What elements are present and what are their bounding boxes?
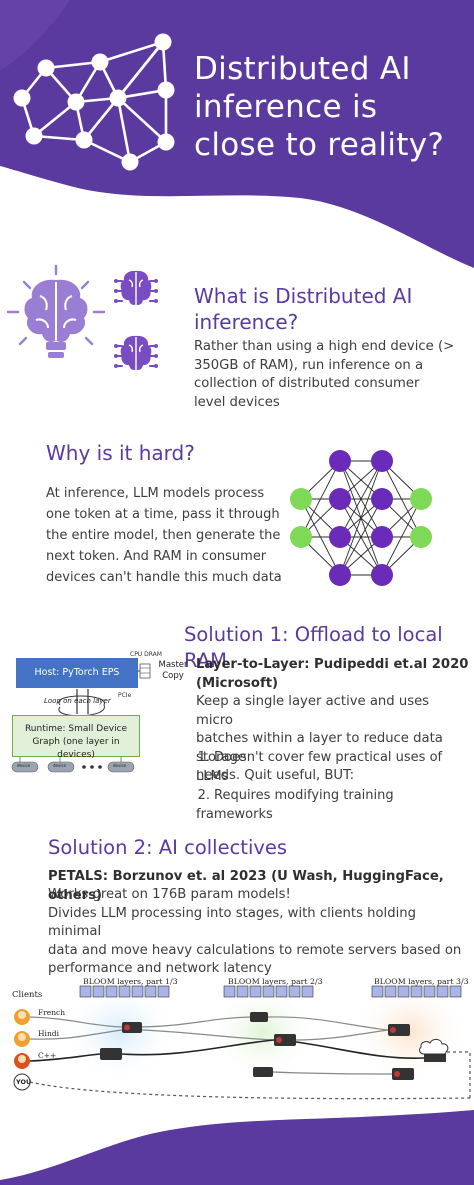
device-label: device (17, 763, 31, 768)
runtime-line: Graph (one layer in devices) (32, 737, 120, 760)
neural-network-icon (13, 33, 175, 171)
why-heading: Why is it hard? (46, 441, 195, 465)
clients-label: Clients (12, 990, 43, 1000)
list-text: Requires modifying training frameworks (196, 788, 394, 822)
bloom-label: BLOOM layers, part 2/3 (228, 977, 323, 986)
master-copy-label: Master Copy (156, 660, 190, 682)
list-number: 2. (197, 788, 210, 803)
what-heading-line: What is Distributed AI (194, 284, 413, 308)
hero-title-line: close to reality? (194, 127, 445, 163)
solution1-body-line: needs. Quit useful, BUT: (196, 768, 355, 784)
client-name: French (38, 1008, 66, 1017)
why-body-line: the entire model, then generate the (46, 528, 281, 543)
list-item: 2.Requires modifying training frameworks (196, 786, 470, 824)
petals-diagram (13, 982, 471, 1100)
client-name: C++ (38, 1051, 57, 1060)
master-copy-line: Copy (162, 671, 184, 681)
runtime-box: Runtime: Small Device Graph (one layer i… (12, 715, 140, 760)
master-copy-line: Master (158, 660, 188, 670)
what-body: Rather than using a high end device (> 3… (194, 338, 464, 412)
list-item: 1.Doesn't cover few practical uses of LL… (196, 748, 470, 786)
why-body-line: devices can't handle this much data (46, 570, 282, 585)
hero-background (0, 0, 474, 268)
loop-label: Loop on each layer (44, 697, 111, 705)
solution1-heading: Solution 1: Offload to local RAM (184, 623, 443, 672)
bloom-label: BLOOM layers, part 3/3 (374, 977, 469, 986)
what-heading: What is Distributed AI inference? (194, 283, 464, 335)
what-body-line: level devices (194, 394, 280, 410)
solution1-paper-line: Layer-to-Layer: Pudipeddi et.al 2020 (196, 657, 469, 672)
client-you: YOU (16, 1078, 32, 1086)
why-body-line: At inference, LLM models process (46, 486, 265, 501)
device-label: device (113, 763, 127, 768)
brain-circuit-icon (114, 335, 158, 370)
solution1-body: Keep a single layer active and uses micr… (196, 693, 470, 786)
cpu-dram-label: CPU DRAM (130, 651, 162, 658)
brain-icon (6, 264, 106, 358)
why-body-line: next token. And RAM in consumer (46, 549, 267, 564)
runtime-line: Runtime: Small Device (24, 724, 128, 734)
footer-background (0, 1110, 474, 1185)
solution2-body-line: Works great on 176B param models! (48, 887, 291, 902)
solution2-body: Works great on 176B param models! Divide… (48, 886, 472, 979)
layer-to-layer-diagram (11, 663, 151, 773)
solution2-body-line: performance and network latency (48, 961, 272, 977)
solution2-body-line: data and move heavy calculations to remo… (48, 942, 462, 958)
neural-network-diagram (290, 450, 432, 586)
device-label: device (53, 763, 67, 768)
brain-circuit-icon (114, 270, 158, 305)
hero-title-line: Distributed AI (194, 51, 411, 87)
pcie-label: PCIe (118, 692, 132, 699)
list-text: Doesn't cover few practical uses of LLMs (196, 750, 443, 784)
solution2-heading: Solution 2: AI collectives (48, 836, 288, 859)
solution1-paper: Layer-to-Layer: Pudipeddi et.al 2020 (Mi… (196, 656, 470, 693)
solution2-paper: PETALS: Borzunov et. al 2023 (U Wash, Hu… (48, 869, 444, 903)
client-name: Hindi (38, 1029, 59, 1038)
what-body-line: 350GB of RAM), run inference on a (194, 357, 424, 373)
solution1-body-line: Keep a single layer active and uses micr… (196, 694, 430, 728)
why-body: At inference, LLM models process one tok… (46, 483, 286, 588)
what-body-line: Rather than using a high end device (> (194, 339, 455, 354)
what-body-line: collection of distributed consumer (194, 376, 420, 392)
hero-title: Distributed AI inference is close to rea… (194, 50, 464, 164)
solution1-paper-line: (Microsoft) (196, 675, 279, 691)
solution2-body-line: Divides LLM processing into stages, with… (48, 905, 416, 940)
solution1-body-line: batches within a layer to reduce data st… (196, 731, 443, 765)
list-number: 1. (197, 750, 210, 765)
bloom-label: BLOOM layers, part 1/3 (83, 977, 178, 986)
solution1-list: 1.Doesn't cover few practical uses of LL… (196, 748, 470, 824)
why-body-line: one token at a time, pass it through (46, 507, 280, 522)
host-box: Host: PyTorch EPS (16, 658, 138, 688)
what-heading-line: inference? (194, 310, 299, 334)
hero-title-line: inference is (194, 89, 378, 125)
